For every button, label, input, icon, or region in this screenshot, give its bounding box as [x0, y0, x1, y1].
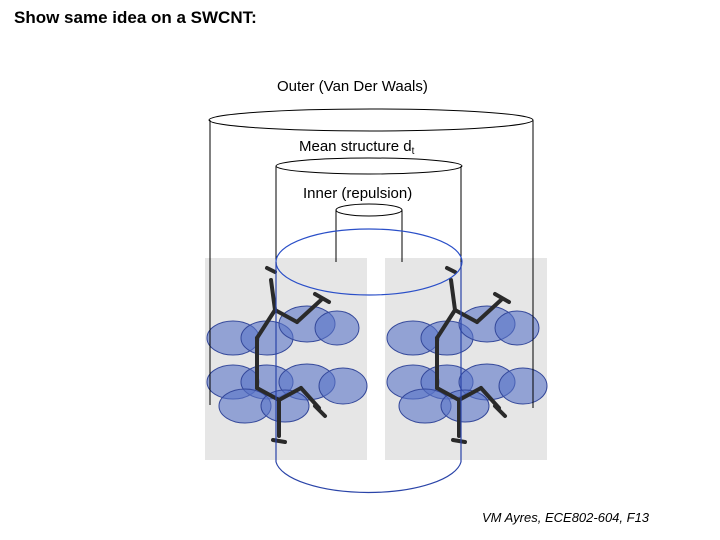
outer-label: Outer (Van Der Waals) [277, 78, 428, 95]
mean-label: Mean structure dt [299, 138, 414, 157]
mean-cylinder [275, 157, 463, 262]
nanotube-cylinder [275, 228, 463, 494]
inner-cylinder [335, 203, 403, 262]
footer-credit: VM Ayres, ECE802-604, F13 [482, 510, 650, 525]
slide-title: Show same idea on a SWCNT: [14, 8, 257, 27]
mean-label-text: Mean structure d [299, 138, 412, 155]
molecule-panel-right [385, 258, 547, 460]
inner-label: Inner (repulsion) [303, 185, 413, 202]
outer-cylinder [208, 108, 534, 408]
mean-label-subscript: t [411, 146, 415, 157]
molecule-panel-left [205, 258, 367, 460]
